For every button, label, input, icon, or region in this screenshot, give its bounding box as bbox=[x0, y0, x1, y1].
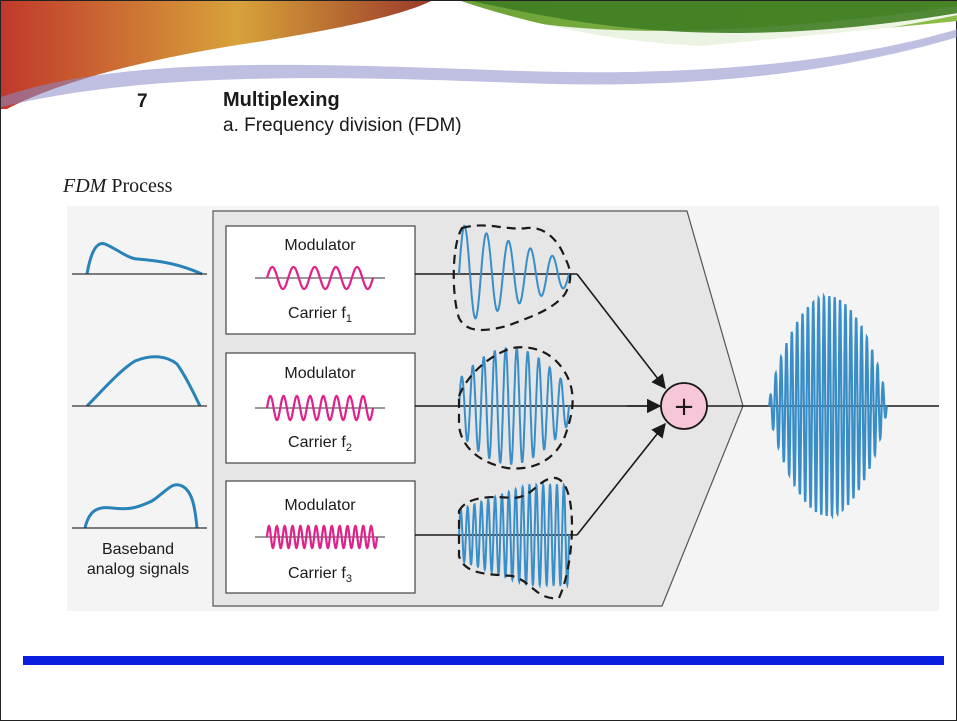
envelope-3 bbox=[457, 476, 574, 600]
modulator-label-3: Modulator bbox=[284, 497, 356, 514]
modulator-box-2: Modulator Carrier f2 bbox=[225, 352, 416, 464]
carrier-label-1: Carrier f1 bbox=[288, 305, 352, 325]
modulator-label-1: Modulator bbox=[284, 237, 356, 254]
carrier-label-2: Carrier f2 bbox=[288, 434, 352, 454]
modulator-box-3: Modulator Carrier f3 bbox=[225, 480, 416, 594]
header-banner bbox=[1, 1, 957, 109]
baseband-signal-3 bbox=[83, 483, 199, 529]
caption-process: Process bbox=[106, 175, 173, 197]
envelope-2 bbox=[457, 346, 574, 470]
modulator-label-2: Modulator bbox=[284, 365, 356, 382]
composite-signal bbox=[767, 292, 889, 520]
slide-title: Multiplexing bbox=[223, 89, 340, 111]
caption-fdm: FDM bbox=[63, 175, 107, 197]
slide-number: 7 bbox=[137, 91, 148, 112]
fdm-process-diagram: Baseband analog signals Modulator Carrie… bbox=[67, 206, 939, 611]
baseband-label-line2: analog signals bbox=[87, 561, 189, 578]
slide-subtitle: a. Frequency division (FDM) bbox=[223, 115, 462, 136]
baseband-label-line1: Baseband bbox=[102, 541, 174, 558]
carrier-label-3: Carrier f3 bbox=[288, 565, 352, 585]
carrier-wave-1 bbox=[265, 265, 375, 291]
modulated-signal-2 bbox=[458, 347, 570, 465]
envelope-1 bbox=[452, 224, 572, 331]
modulator-box-1: Modulator Carrier f1 bbox=[225, 225, 416, 335]
carrier-wave-2 bbox=[265, 394, 375, 422]
modulated-signal-1 bbox=[458, 224, 570, 320]
arrow-1 bbox=[576, 273, 666, 390]
diagram-caption: FDM Process bbox=[63, 175, 172, 198]
footer-bar bbox=[23, 656, 944, 665]
adder-plus-icon: + bbox=[673, 392, 695, 422]
modulated-signal-3 bbox=[458, 481, 570, 589]
carrier-wave-3 bbox=[265, 524, 379, 550]
arrow-3 bbox=[576, 422, 666, 536]
baseband-signal-1 bbox=[85, 242, 203, 276]
baseband-signal-2 bbox=[85, 355, 202, 408]
